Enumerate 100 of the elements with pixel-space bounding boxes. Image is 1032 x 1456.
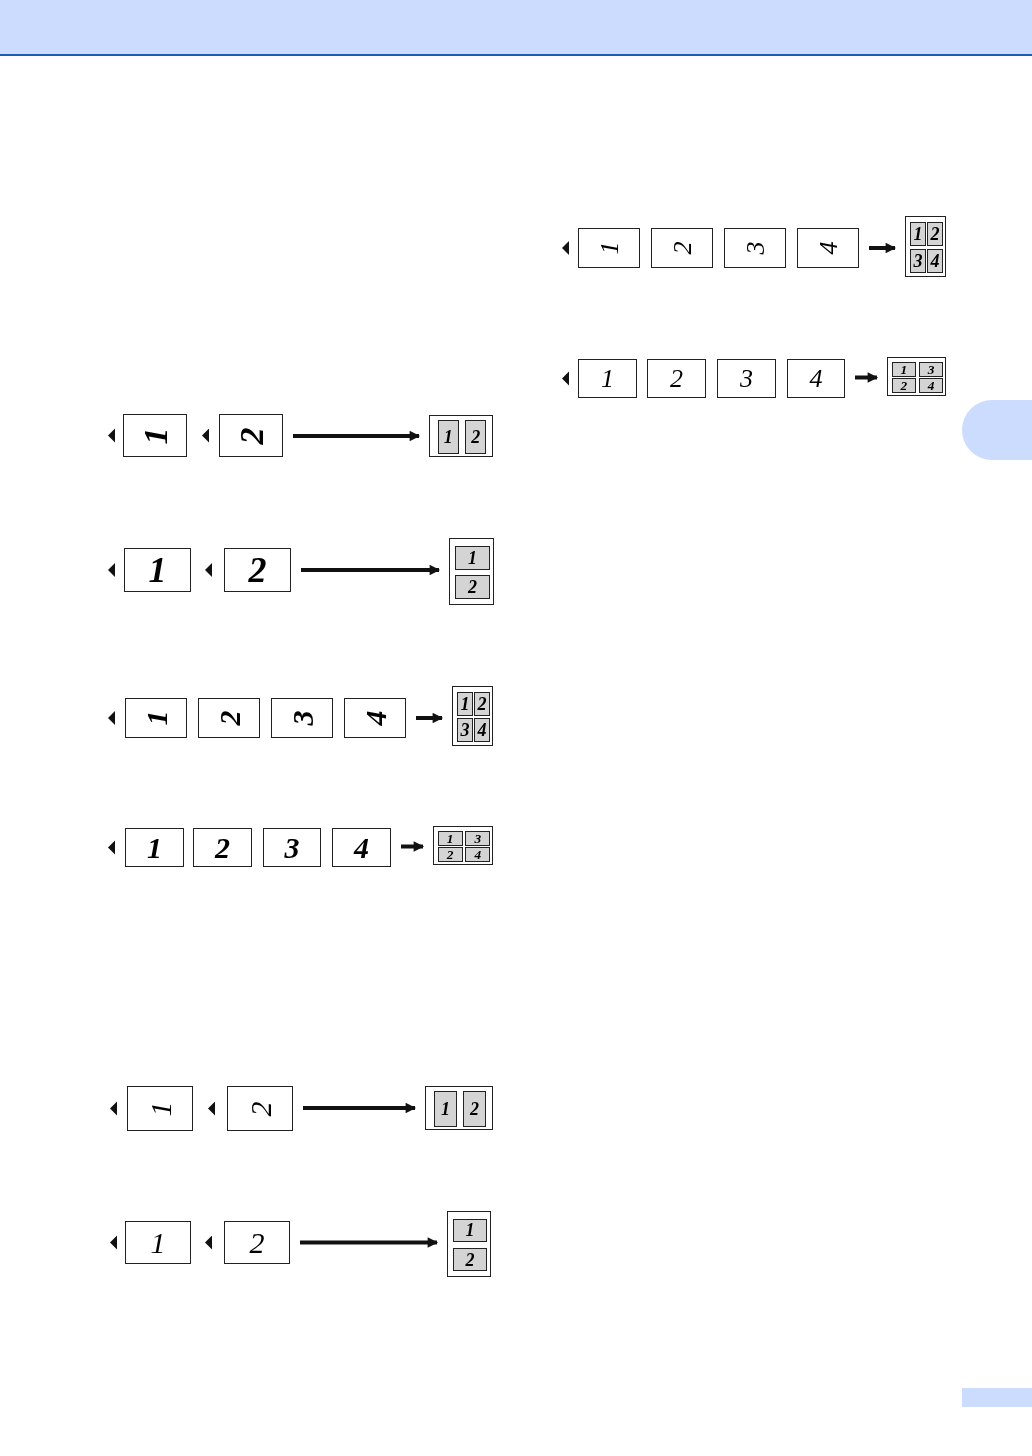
- page-box: [263, 828, 321, 867]
- page-number: 3: [287, 710, 317, 726]
- page-number: 1: [148, 552, 167, 588]
- page-number: 3: [474, 831, 482, 845]
- page-number: 1: [443, 428, 453, 446]
- page-number: 1: [150, 1227, 166, 1258]
- page-box: [797, 228, 859, 268]
- sheet-box: [449, 538, 494, 605]
- arrow: [303, 1102, 417, 1114]
- page-number: 1: [147, 832, 162, 863]
- page-number: 1: [138, 427, 172, 444]
- page-panel: [463, 1091, 486, 1127]
- page-number: 1: [141, 710, 171, 726]
- page-number: 4: [930, 251, 940, 270]
- page-number: 3: [284, 832, 300, 863]
- page-number: 2: [245, 1101, 275, 1116]
- page-panel: [927, 248, 943, 274]
- page-number: 3: [740, 365, 753, 392]
- page-box: [124, 548, 191, 592]
- page-box: [578, 359, 637, 398]
- page-box: [717, 359, 776, 398]
- page-box: [125, 698, 187, 738]
- page-number: 2: [477, 694, 487, 713]
- page-number: 2: [468, 578, 477, 597]
- page-panel: [453, 1247, 487, 1272]
- page-number: 2: [670, 365, 683, 392]
- page-box: [332, 828, 391, 867]
- page-box: [219, 414, 283, 457]
- page-number: 1: [446, 831, 454, 845]
- sheet-box: [452, 686, 493, 746]
- sheet-box: [433, 826, 493, 865]
- sheet-box: [429, 415, 493, 457]
- page-box: [123, 414, 187, 457]
- page-number: 3: [460, 721, 470, 740]
- page-box: [224, 548, 291, 592]
- page-number: 1: [440, 1100, 450, 1118]
- page-panel: [465, 420, 487, 454]
- page-number: 2: [248, 552, 267, 588]
- page-number: 4: [360, 710, 390, 726]
- page-number: 2: [214, 710, 244, 726]
- arrow: [855, 372, 879, 383]
- arrow: [869, 242, 897, 254]
- page-number: 1: [900, 362, 908, 376]
- page-number: 4: [477, 721, 487, 740]
- page-panel: [437, 830, 463, 846]
- page-box: [344, 698, 406, 738]
- page-box: [271, 698, 333, 738]
- page-box: [125, 828, 184, 867]
- page-panel: [437, 420, 459, 454]
- page-box: [127, 1086, 193, 1131]
- page-number: 2: [465, 1250, 475, 1269]
- page-panel: [465, 847, 491, 863]
- page-number: 1: [460, 694, 470, 713]
- sheet-box: [425, 1086, 493, 1130]
- page-number: 2: [234, 427, 268, 444]
- page-panel: [910, 248, 926, 274]
- arrow: [300, 1237, 439, 1248]
- page-box: [651, 228, 713, 268]
- page-panel: [455, 575, 490, 600]
- page-box: [724, 228, 786, 268]
- page-panel: [434, 1091, 457, 1127]
- page-box: [193, 828, 252, 867]
- page-number: 2: [470, 1100, 480, 1118]
- page-number: 3: [742, 241, 768, 255]
- page-number: 4: [927, 379, 935, 393]
- page-number: 3: [927, 362, 935, 376]
- page-number: 4: [809, 365, 823, 392]
- page-number: 4: [354, 832, 369, 863]
- page-number: 1: [601, 365, 614, 392]
- sheet-box: [887, 357, 946, 396]
- page-box: [198, 698, 260, 738]
- page-box: [224, 1221, 290, 1264]
- page-number: 1: [596, 241, 622, 255]
- page-number: 3: [913, 251, 923, 270]
- page-number: 2: [215, 832, 230, 863]
- page-number: 2: [669, 241, 695, 255]
- page-number: 2: [249, 1227, 265, 1258]
- page-panel: [927, 221, 943, 247]
- page-panel: [437, 847, 463, 863]
- page-box: [787, 359, 845, 398]
- page-number: 2: [471, 428, 481, 446]
- arrow: [293, 430, 421, 442]
- arrow: [301, 564, 441, 576]
- arrow: [401, 841, 425, 852]
- page-box: [125, 1221, 191, 1264]
- page-panel: [891, 378, 917, 394]
- arrow: [416, 712, 444, 724]
- page-panel: [910, 221, 926, 247]
- page-box: [227, 1086, 293, 1131]
- page-panel: [918, 361, 944, 377]
- page-number: 1: [145, 1101, 175, 1116]
- page-number: 4: [474, 848, 482, 862]
- page-number: 1: [465, 1221, 475, 1240]
- page-box: [647, 359, 706, 398]
- page-panel: [918, 378, 944, 394]
- page-panel: [453, 1218, 487, 1243]
- page-number: 2: [930, 225, 940, 244]
- page-panel: [891, 361, 917, 377]
- page-panel: [465, 830, 491, 846]
- page-number: 1: [913, 225, 923, 244]
